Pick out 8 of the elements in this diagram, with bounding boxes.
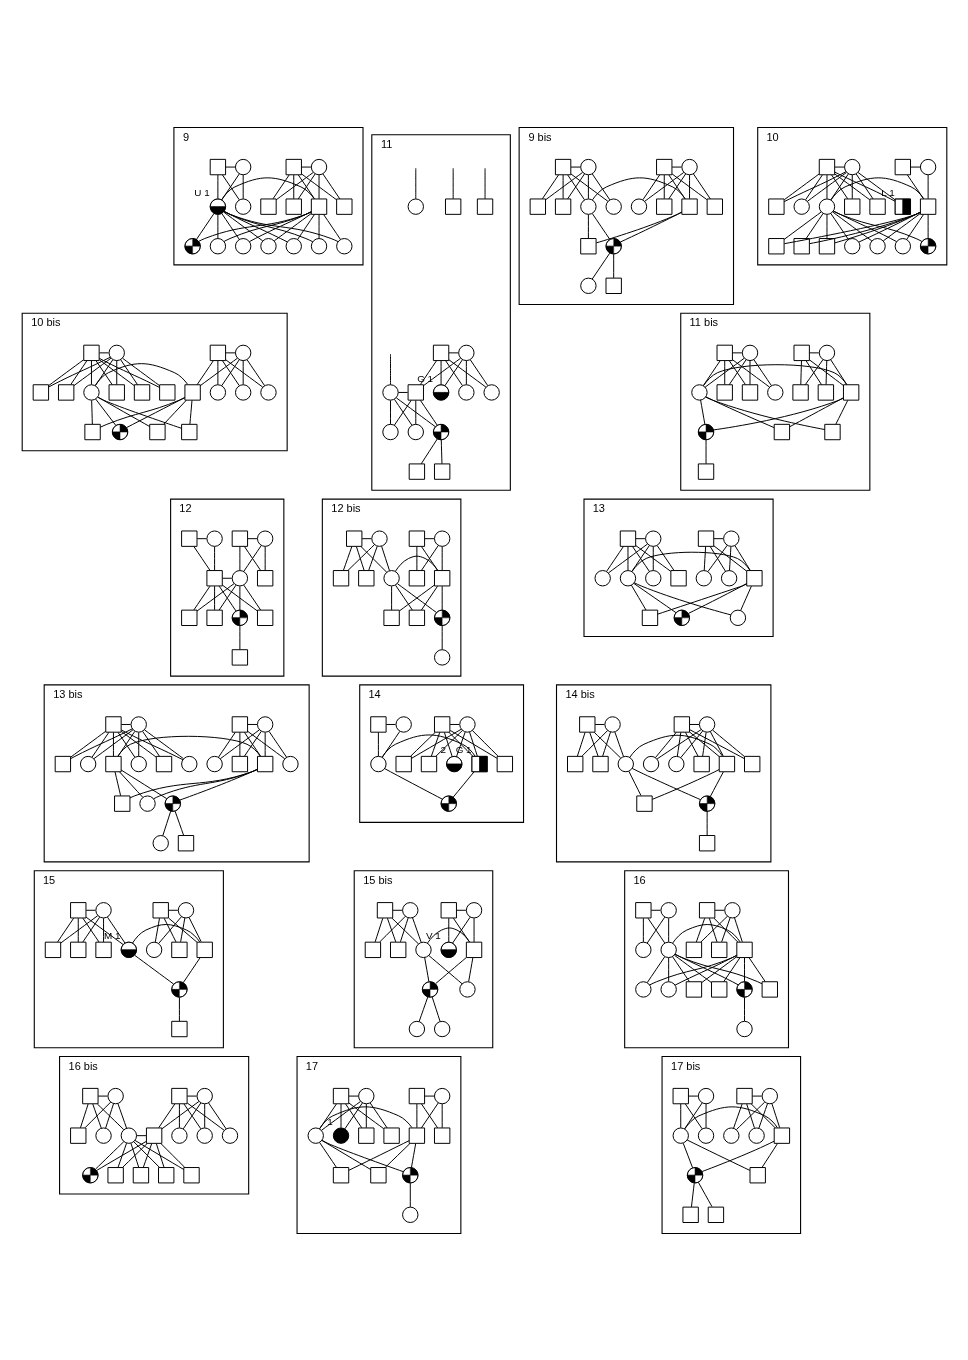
node-label: V 1 bbox=[425, 929, 441, 941]
node-label: 2 bbox=[440, 743, 446, 755]
node-label: U 1 bbox=[193, 186, 210, 198]
node-label: L 1 bbox=[880, 186, 895, 198]
node-label: M 1 bbox=[103, 929, 121, 941]
node-label: 1 bbox=[326, 1115, 333, 1127]
node-label: G 1 bbox=[455, 743, 472, 755]
node-label: G 1 bbox=[416, 372, 433, 384]
